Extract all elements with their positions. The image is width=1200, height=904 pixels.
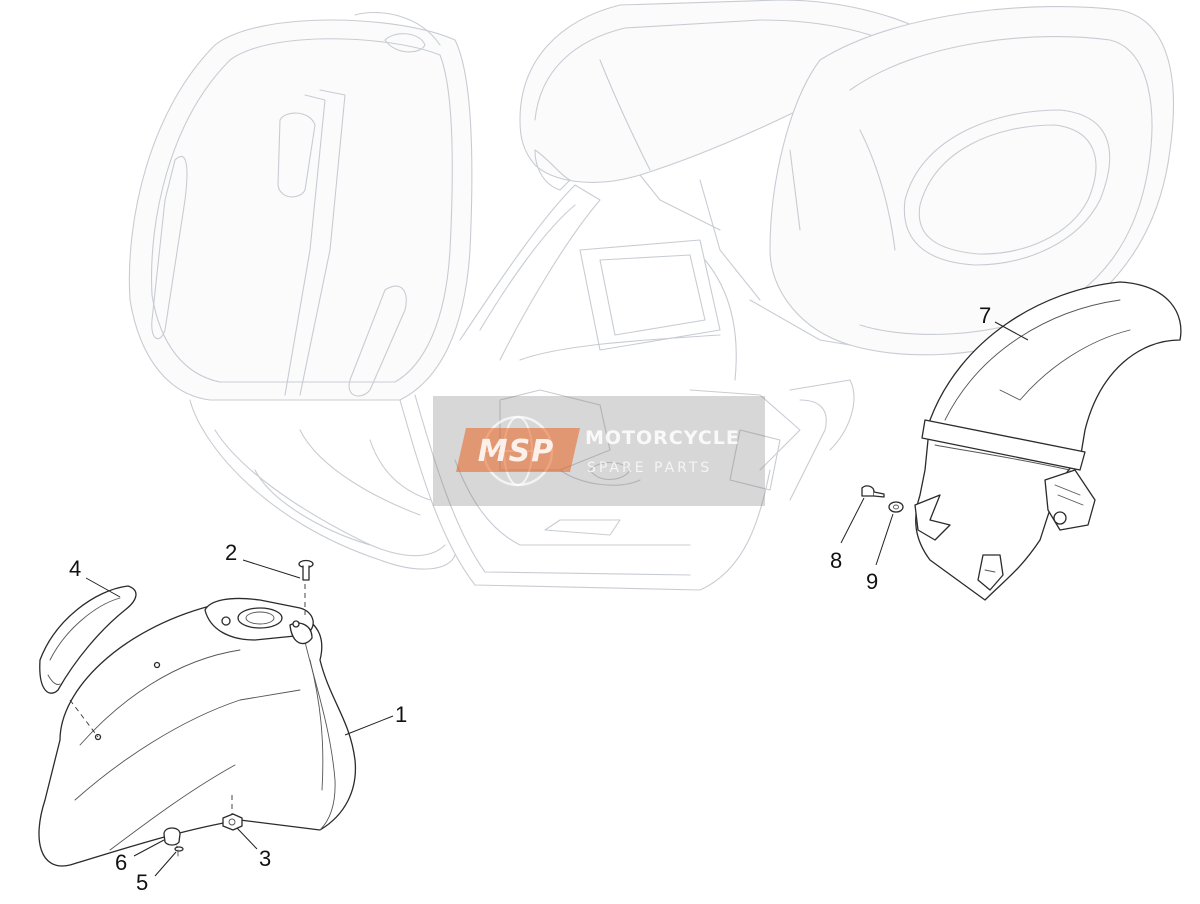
watermark: MSP MOTORCYCLE SPARE PARTS (433, 396, 765, 506)
watermark-line1: MOTORCYCLE (585, 427, 740, 449)
callout-9: 9 (866, 569, 878, 594)
leader-2 (242, 559, 301, 579)
callout-5: 5 (136, 870, 148, 895)
callout-leaders (85, 321, 1029, 877)
msp-logo-text: MSP (478, 434, 554, 469)
callout-labels: 1 2 3 4 5 6 7 8 9 (69, 303, 991, 895)
leader-3 (236, 827, 258, 850)
part-9-washer (888, 501, 904, 513)
part-3-nut (222, 813, 243, 831)
msp-logo-badge (456, 428, 580, 472)
callout-6: 6 (115, 850, 127, 875)
part-8-bolt (861, 485, 885, 498)
watermark-line2: SPARE PARTS (587, 460, 712, 476)
callout-7: 7 (979, 303, 991, 328)
callout-4: 4 (69, 556, 81, 581)
part-1-front-mudguard (38, 575, 357, 867)
leader-7 (994, 321, 1029, 341)
leader-1 (344, 715, 394, 736)
part-5-small-screw (174, 846, 184, 857)
callout-8: 8 (830, 548, 842, 573)
callout-3: 3 (259, 846, 271, 871)
part-6-cap (163, 827, 181, 846)
scooter-body-ghost (128, 0, 1175, 591)
callout-1: 1 (395, 702, 407, 727)
leader-4 (85, 577, 121, 598)
leader-9 (875, 513, 894, 566)
part-7-rear-mudguard (914, 281, 1182, 601)
leader-8 (840, 497, 865, 544)
part-2-screw (298, 559, 314, 581)
leader-5 (154, 851, 177, 877)
callout-2: 2 (225, 540, 237, 565)
part-4-fender-trim (39, 585, 137, 694)
leader-6 (133, 839, 165, 857)
